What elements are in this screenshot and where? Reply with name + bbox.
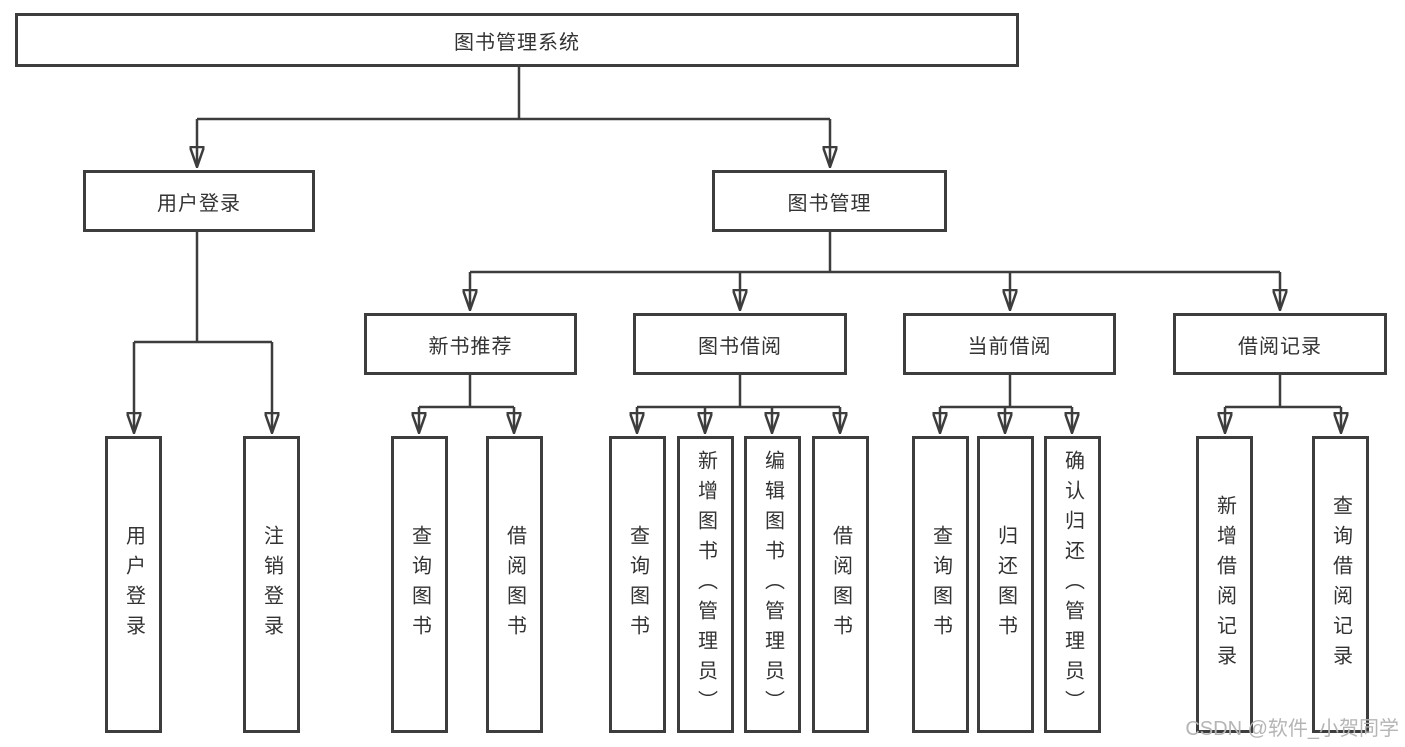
node-current-borrowing: 当前借阅 [903, 313, 1116, 375]
leaf-query-books-recommend: 查询图书 [391, 436, 448, 733]
leaf-query-books-borrow: 查询图书 [609, 436, 666, 733]
leaf-label: 查询借阅记录 [1329, 494, 1352, 675]
node-book-management: 图书管理 [712, 170, 947, 232]
leaf-borrow-books: 借阅图书 [812, 436, 869, 733]
leaf-label: 查询图书 [626, 524, 649, 645]
node-label: 用户登录 [157, 192, 241, 215]
connector-current-borrow-to-leaves [940, 375, 1072, 433]
node-user-login: 用户登录 [83, 170, 315, 232]
leaf-label: 新增图书（管理员） [694, 449, 717, 720]
node-label: 新书推荐 [428, 335, 513, 358]
leaf-edit-books-admin: 编辑图书（管理员） [744, 436, 801, 733]
leaf-label: 新增借阅记录 [1213, 494, 1236, 675]
leaf-return-books: 归还图书 [977, 436, 1034, 733]
node-label: 当前借阅 [967, 335, 1052, 358]
leaf-label: 借阅图书 [503, 524, 526, 645]
leaf-label: 确认归还（管理员） [1061, 449, 1084, 720]
leaf-label: 查询图书 [408, 524, 431, 645]
leaf-label: 用户登录 [122, 524, 145, 645]
node-label: 图书管理 [787, 192, 872, 215]
connector-root-to-level1 [197, 67, 830, 167]
node-label: 借阅记录 [1238, 335, 1322, 358]
node-new-book-recommendation: 新书推荐 [364, 313, 577, 375]
connector-borrow-record-to-leaves [1225, 375, 1341, 433]
node-library-management-system: 图书管理系统 [15, 13, 1019, 67]
leaf-borrow-books-recommend: 借阅图书 [486, 436, 543, 733]
connector-book-borrow-to-leaves [637, 375, 840, 433]
leaf-user-login: 用户登录 [105, 436, 162, 733]
leaf-label: 编辑图书（管理员） [761, 449, 784, 720]
leaf-label: 注销登录 [260, 524, 283, 645]
leaf-query-books-current: 查询图书 [912, 436, 969, 733]
connector-new-book-to-leaves [419, 375, 514, 433]
leaf-logout: 注销登录 [243, 436, 300, 733]
connector-book-management-to-level2 [470, 232, 1280, 310]
node-book-borrowing: 图书借阅 [633, 313, 847, 375]
connector-user-login-to-leaves [134, 232, 272, 433]
leaf-add-books-admin: 新增图书（管理员） [677, 436, 734, 733]
leaf-confirm-return-admin: 确认归还（管理员） [1044, 436, 1101, 733]
node-label: 图书借阅 [698, 335, 782, 358]
csdn-watermark: CSDN @软件_小贺同学 [1185, 718, 1399, 740]
leaf-label: 归还图书 [994, 524, 1017, 645]
node-borrowing-records: 借阅记录 [1173, 313, 1387, 375]
leaf-label: 借阅图书 [829, 524, 852, 645]
leaf-label: 查询图书 [929, 524, 952, 645]
node-label: 图书管理系统 [454, 31, 580, 54]
leaf-query-borrow-record: 查询借阅记录 [1312, 436, 1369, 733]
leaf-add-borrow-record: 新增借阅记录 [1196, 436, 1253, 733]
